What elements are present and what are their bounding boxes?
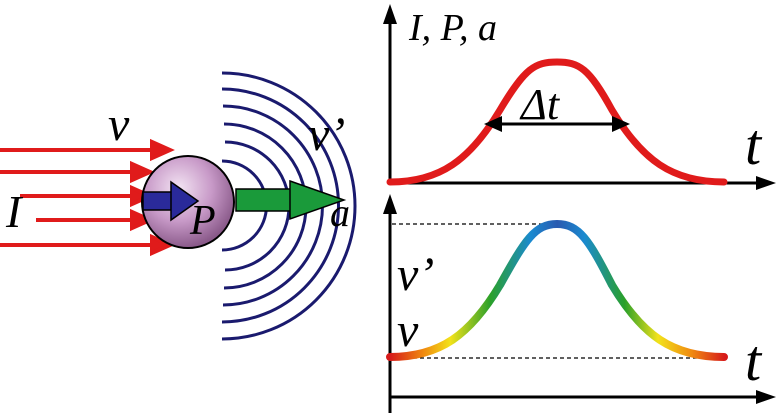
pulse-curve bbox=[386, 58, 728, 186]
top-y-axis-label: I, P, a bbox=[408, 7, 497, 49]
top-y-axis bbox=[383, 4, 397, 183]
particle-label: P bbox=[189, 198, 216, 244]
scattered-frequency-label: ν’ bbox=[308, 108, 345, 161]
bottom-y-axis bbox=[383, 194, 397, 413]
lower-frequency-label: ν bbox=[397, 304, 419, 357]
wave-arc-5 bbox=[221, 87, 340, 324]
momentum-arrow bbox=[142, 180, 200, 222]
wave-arc-6 bbox=[221, 71, 357, 341]
incident-frequency-label: ν bbox=[108, 98, 130, 151]
frequency-curve bbox=[386, 219, 728, 361]
upper-frequency-label: ν’ bbox=[397, 248, 434, 301]
acceleration-label: a bbox=[330, 190, 350, 235]
bottom-x-axis bbox=[390, 390, 776, 404]
intensity-label: I bbox=[5, 186, 24, 237]
duration-label: Δt bbox=[519, 80, 561, 129]
top-plot: I, P, a Δt t bbox=[383, 4, 776, 190]
incident-beams bbox=[0, 138, 175, 257]
bottom-plot: ν’ ν t bbox=[383, 194, 776, 413]
top-x-axis-label: t bbox=[745, 112, 763, 177]
acceleration-arrow bbox=[235, 179, 347, 221]
duration-arrow bbox=[484, 116, 630, 132]
bottom-x-axis-label: t bbox=[745, 328, 763, 393]
